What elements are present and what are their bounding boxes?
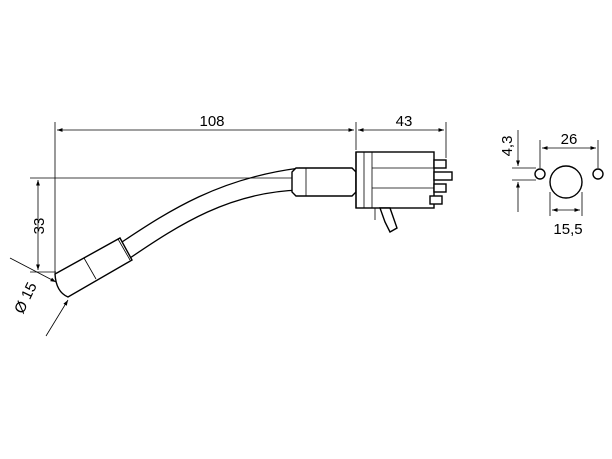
end-view-pin-left xyxy=(534,168,546,180)
dim-housing-length: 43 xyxy=(358,113,447,158)
dim-label-43: 43 xyxy=(396,113,413,130)
dim-pin-spacing: 26 xyxy=(539,131,599,168)
dim-knob-diameter: Ø 15 xyxy=(9,257,69,337)
dim-label-26: 26 xyxy=(561,131,578,148)
dim-label-15-5: 15,5 xyxy=(553,221,582,238)
end-view xyxy=(534,165,604,199)
dim-label-108: 108 xyxy=(199,113,224,130)
lever-sleeve xyxy=(291,167,357,197)
dim-overall-length: 108 xyxy=(54,113,357,274)
dim-label-knob-diameter: Ø 15 xyxy=(11,280,41,317)
dim-pin-offset: 4,3 xyxy=(499,130,536,212)
switch-housing xyxy=(355,151,453,233)
dim-label-4-3: 4,3 xyxy=(499,136,516,157)
lever-arm xyxy=(121,167,301,259)
end-view-body-circle xyxy=(549,165,583,199)
dim-body-diameter: 15,5 xyxy=(549,192,583,238)
lever-knob xyxy=(54,237,133,298)
dim-label-33: 33 xyxy=(31,218,48,235)
dim-lever-drop: 33 xyxy=(30,177,292,273)
end-view-pin-right xyxy=(592,168,604,180)
